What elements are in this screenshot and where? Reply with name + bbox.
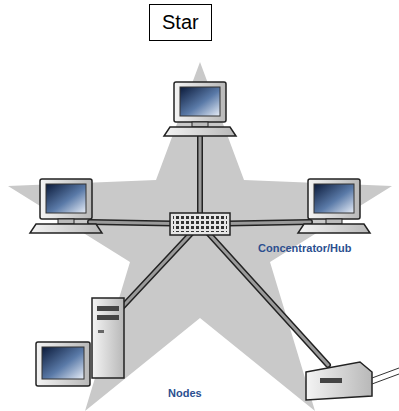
computer-node (30, 179, 102, 233)
computer-node (164, 82, 236, 136)
title-box: Star (149, 4, 212, 41)
text-label: Concentrator/Hub (258, 242, 352, 254)
tower-computer-node (36, 298, 124, 386)
star-background (8, 62, 392, 411)
hub-symbol (170, 213, 230, 235)
printer-node (306, 362, 399, 400)
text-label: Nodes (168, 387, 202, 399)
computer-node (298, 179, 370, 233)
